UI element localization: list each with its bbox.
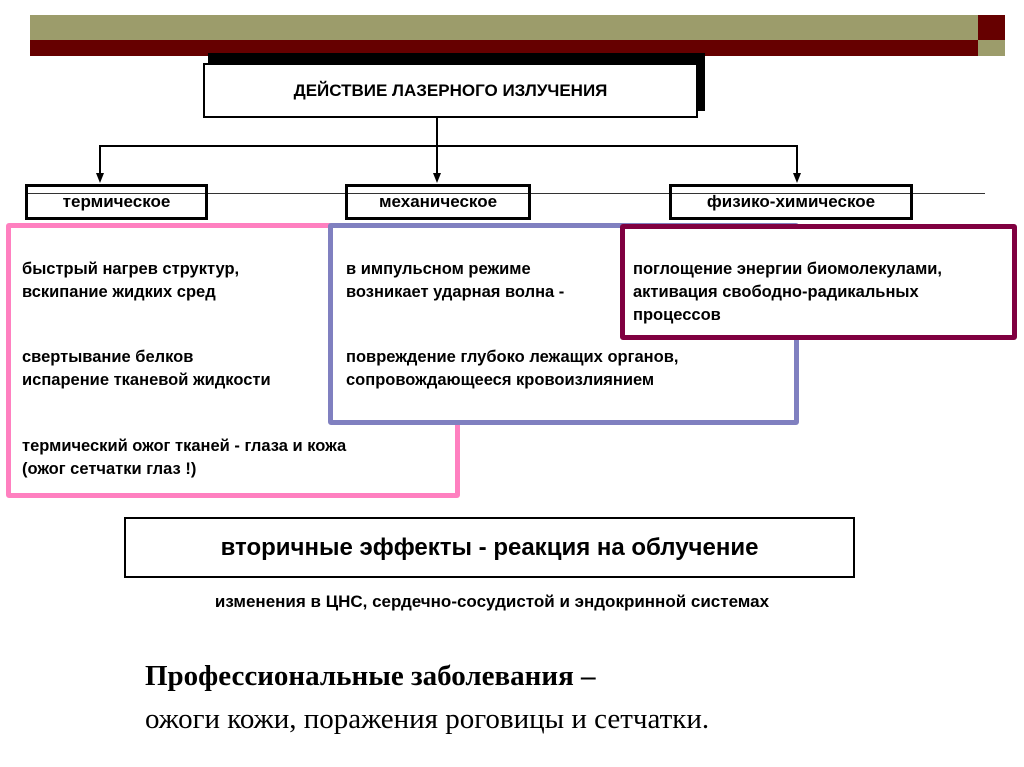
arrow-down-icon (793, 173, 801, 183)
text-line: сопровождающееся кровоизлиянием (346, 371, 655, 389)
diagram-title: ДЕЙСТВИЕ ЛАЗЕРНОГО ИЗЛУЧЕНИЯ (203, 63, 698, 118)
secondary-effects-note: изменения в ЦНС, сердечно-сосудистой и э… (214, 592, 770, 611)
text-line: поглощение энергии биомолекулами, (633, 260, 942, 278)
physchem-effect-1: поглощение энергии биомолекулами, актива… (633, 258, 942, 327)
connector-line (99, 145, 798, 147)
connector-line (436, 145, 438, 175)
secondary-effects-title: вторичные эффекты - реакция на облучение (124, 517, 855, 578)
arrow-down-icon (96, 173, 104, 183)
text-line: термический ожог тканей - глаза и кожа (22, 437, 347, 455)
text-line: свертывание белков (22, 348, 194, 366)
thermal-effect-3: термический ожог тканей - глаза и кожа (… (22, 435, 346, 481)
text-line: возникает ударная волна - (346, 283, 565, 301)
mechanical-effect-2: повреждение глубоко лежащих органов, соп… (346, 346, 678, 392)
text-line: в импульсном режиме (346, 260, 531, 278)
mechanical-effect-1: в импульсном режиме возникает ударная во… (346, 258, 564, 304)
category-mechanical: механическое (345, 184, 531, 220)
connector-line (99, 145, 101, 175)
text-line: повреждение глубоко лежащих органов, (346, 348, 679, 366)
connector-line (796, 145, 798, 175)
text-line: вскипание жидких сред (22, 283, 216, 301)
physchem-effects-box (620, 224, 1017, 340)
text-line: (ожог сетчатки глаз !) (22, 460, 197, 478)
header-bar-maroon (30, 40, 978, 56)
thermal-effect-2: свертывание белков испарение тканевой жи… (22, 346, 271, 392)
occupational-diseases-title: Профессиональные заболевания – (145, 660, 596, 692)
occupational-diseases-text: ожоги кожи, поражения роговицы и сетчатк… (145, 703, 710, 735)
connector-line (436, 118, 438, 146)
category-physchem: физико-химическое (669, 184, 913, 220)
text-line: быстрый нагрев структур, (22, 260, 240, 278)
header-bar-olive (30, 15, 978, 40)
text-line: процессов (633, 306, 721, 324)
arrow-down-icon (433, 173, 441, 183)
divider-line (25, 193, 985, 194)
thermal-effect-1: быстрый нагрев структур, вскипание жидки… (22, 258, 239, 304)
text-line: испарение тканевой жидкости (22, 371, 271, 389)
text-line: активация свободно-радикальных (633, 283, 919, 301)
category-thermal: термическое (25, 184, 208, 220)
header-square-maroon (978, 15, 1005, 40)
header-square-olive (978, 40, 1005, 56)
